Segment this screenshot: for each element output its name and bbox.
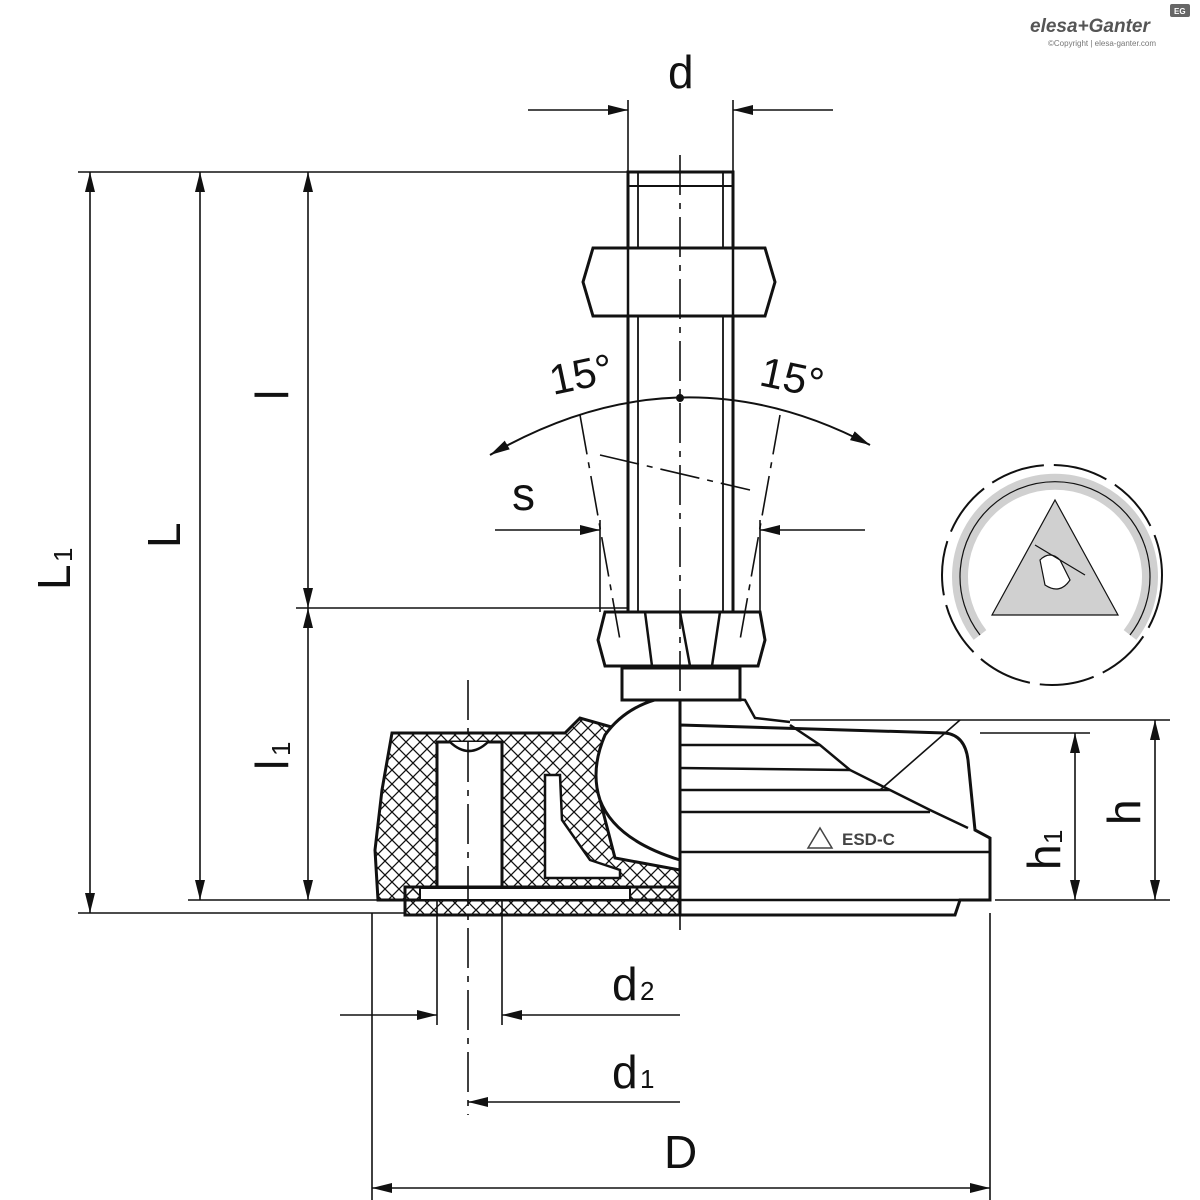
brand-logo-text: elesa+Ganter [1030, 16, 1151, 37]
label-h1: h 1 [1018, 830, 1070, 870]
label-L1-main: L [28, 564, 80, 590]
esd-callout [941, 464, 1163, 686]
esd-warning-icon [990, 498, 1120, 616]
label-h1-main: h [1018, 844, 1070, 870]
label-d2-sub: 2 [640, 976, 654, 1006]
upper-hex-nut [581, 246, 777, 318]
label-angle-right: 15° [756, 348, 828, 407]
label-l1-sub: 1 [266, 742, 296, 756]
label-d1-main: d [612, 1046, 638, 1098]
esd-label: ESD-C [842, 830, 895, 849]
label-h: h [1098, 799, 1150, 825]
label-L: L [138, 522, 190, 548]
esd-mark: ESD-C [806, 826, 895, 849]
label-h1-sub: 1 [1038, 830, 1068, 844]
ball-joint [594, 666, 791, 863]
label-angle-left: 15° [545, 345, 617, 404]
brand-logo: elesa+Ganter EG ©Copyright | elesa-gante… [1030, 4, 1190, 48]
label-l1-main: l [246, 760, 298, 770]
dimension-labels: d L 1 L l l 1 s 15° 15° h 1 h d 2 d 1 D [28, 46, 1150, 1178]
brand-badge-text: EG [1174, 7, 1186, 16]
label-d1-sub: 1 [640, 1064, 654, 1094]
label-d: d [668, 46, 694, 98]
label-l: l [246, 390, 298, 400]
label-d2: d 2 [612, 958, 654, 1010]
brand-badge-icon [1170, 4, 1190, 17]
brand-copyright: ©Copyright | elesa-ganter.com [1048, 39, 1156, 48]
label-d2-main: d [612, 958, 638, 1010]
label-L1: L 1 [28, 548, 80, 590]
esd-mark-icon [806, 826, 834, 849]
angle-arc [489, 394, 871, 456]
label-d1: d 1 [612, 1046, 654, 1098]
label-D: D [664, 1126, 697, 1178]
dimension-lines [78, 100, 1170, 1200]
label-l1: l 1 [246, 742, 298, 770]
label-L1-sub: 1 [48, 548, 78, 562]
base-outline [678, 723, 992, 917]
label-s: s [512, 468, 535, 520]
